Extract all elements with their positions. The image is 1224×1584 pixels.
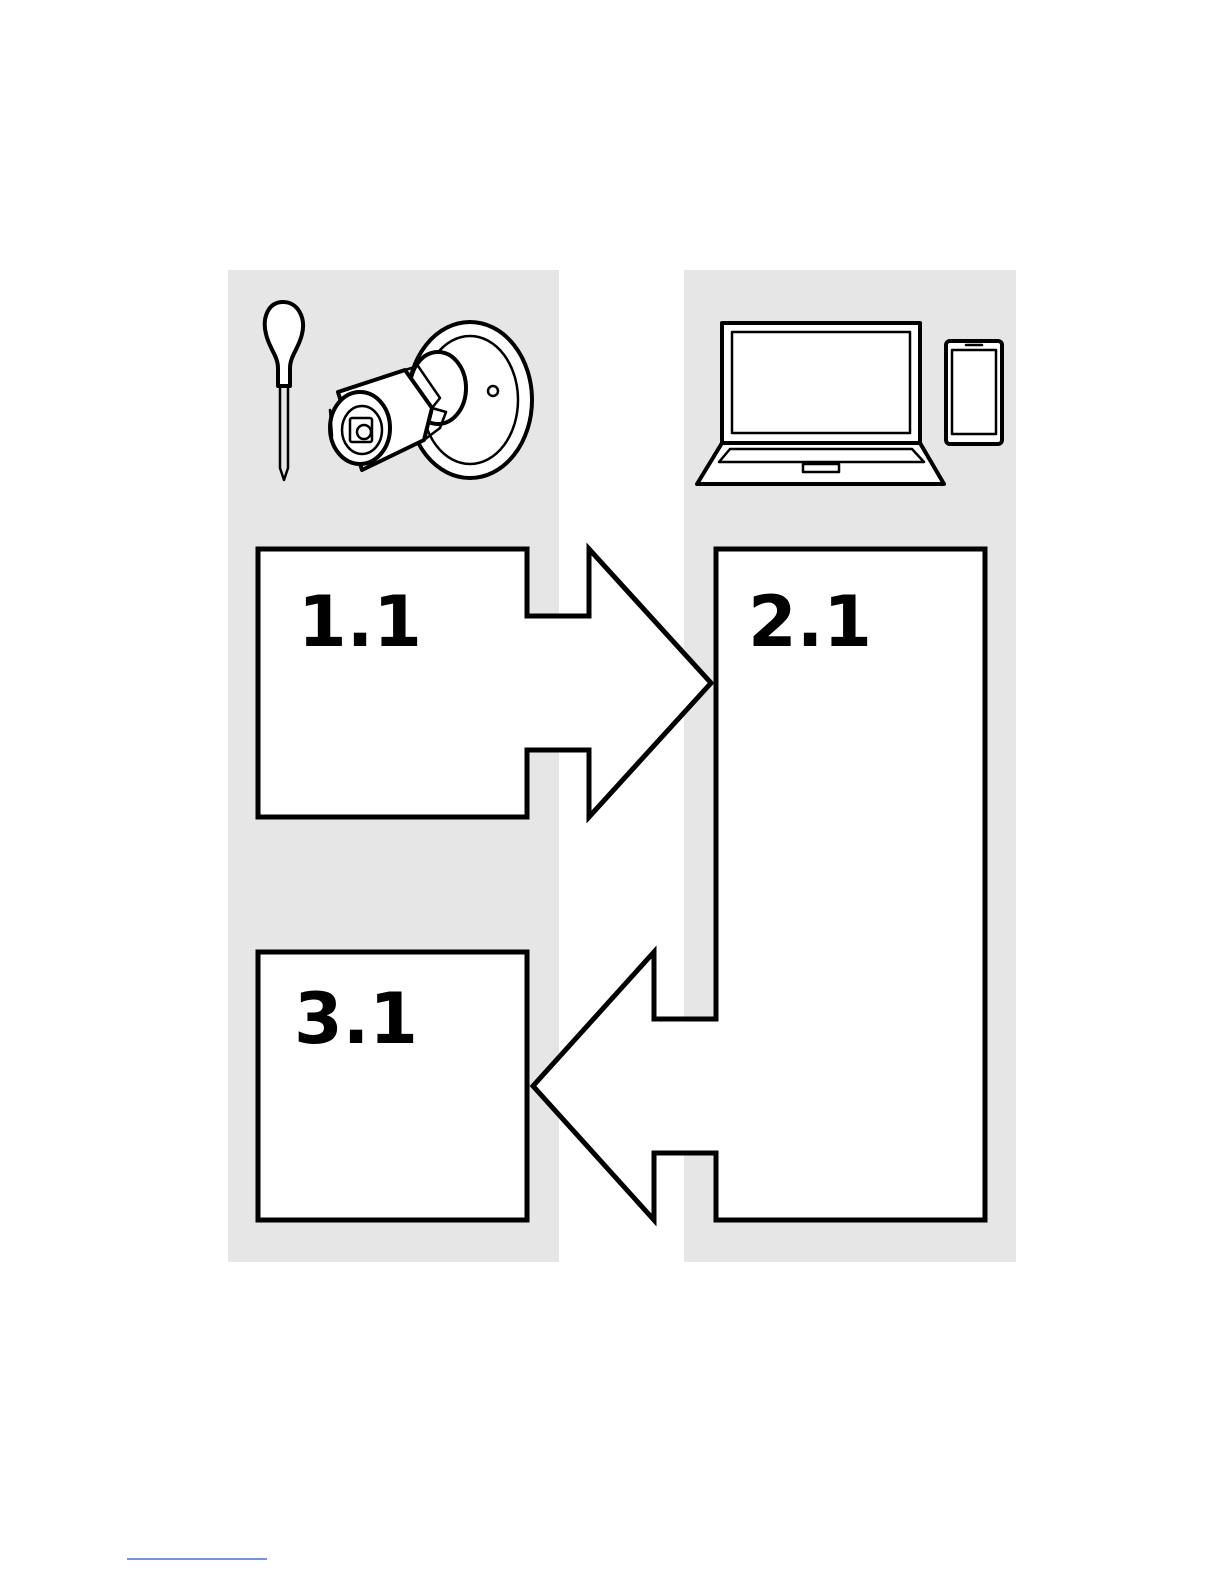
step-3-label: 3.1 <box>294 978 418 1060</box>
step-2-label: 2.1 <box>748 581 872 663</box>
step-1-label: 1.1 <box>298 581 422 663</box>
smartphone-icon <box>946 341 1002 444</box>
laptop-icon <box>697 323 944 484</box>
